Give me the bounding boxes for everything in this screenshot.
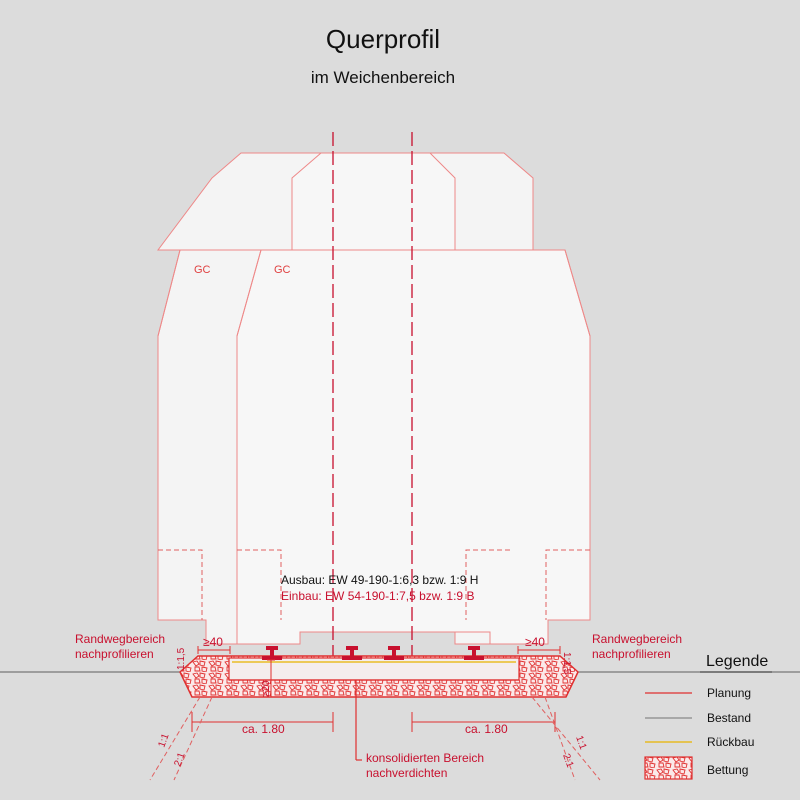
slope-left-top: 1:1,5: [176, 647, 187, 670]
consolidate-line2: nachverdichten: [366, 766, 447, 780]
edge-path-right-line1: Randwegbereich: [592, 632, 682, 646]
dim-right-bottom: ca. 1.80: [465, 722, 508, 736]
slope-dashed-lines: [149, 696, 601, 781]
dim-left-bottom: ca. 1.80: [242, 722, 285, 736]
clearance-tag-right: GC: [274, 264, 291, 276]
rails: [262, 646, 484, 660]
slope-left-1: 1:1: [156, 732, 171, 749]
slope-right-top: 1:1,5: [561, 652, 572, 675]
legend-item-bettung: Bettung: [644, 756, 748, 780]
edge-path-left-line1: Randwegbereich: [75, 632, 165, 646]
ballast-bed: [179, 655, 579, 761]
rail-1: [262, 646, 282, 660]
track-centerlines: [332, 132, 413, 660]
slope-right-1: 1:1: [573, 734, 588, 751]
legend-item-rueckbau: Rückbau: [645, 735, 754, 749]
rail-2: [342, 646, 362, 660]
legend-swatch-bettung: [644, 756, 693, 780]
legend: Legende Planung Bestand Rückbau Bettung: [644, 653, 772, 780]
legend-item-planung: Planung: [645, 686, 751, 700]
depth-label: ≥20: [261, 680, 272, 697]
legend-title: Legende: [706, 653, 768, 670]
bottom-dimension-marks: [191, 712, 556, 732]
edge-path-left-line2: nachprofilieren: [75, 647, 154, 661]
consolidate-line1: konsolidierten Bereich: [366, 751, 484, 765]
rail-4: [464, 646, 484, 660]
top-dimension-marks: [197, 646, 561, 654]
legend-label-planung: Planung: [707, 686, 751, 700]
page-title: Querprofil: [326, 24, 440, 54]
edge-path-right-line2: nachprofilieren: [592, 647, 671, 661]
dim-left-top: ≥40: [203, 635, 223, 649]
lower-clearance-dashes: [158, 549, 590, 620]
slope-left-2: 2:1: [172, 751, 187, 768]
clearance-profile-right-track: GC: [236, 152, 591, 645]
clearance-tag-left: GC: [194, 264, 211, 276]
turnout-installation-label: Einbau: EW 54-190-1:7,5 bzw. 1:9 B: [281, 589, 474, 603]
turnout-removal-label: Ausbau: EW 49-190-1:6,3 bzw. 1:9 H: [281, 573, 478, 587]
legend-label-bestand: Bestand: [707, 711, 751, 725]
legend-label-rueckbau: Rückbau: [707, 735, 754, 749]
legend-item-bestand: Bestand: [645, 711, 751, 725]
depth-dimension: [267, 659, 275, 698]
legend-label-bettung: Bettung: [707, 763, 748, 777]
rail-3: [384, 646, 404, 660]
page-subtitle: im Weichenbereich: [311, 68, 455, 87]
slope-right-2: 2:1: [560, 752, 575, 769]
dim-right-top: ≥40: [525, 635, 545, 649]
